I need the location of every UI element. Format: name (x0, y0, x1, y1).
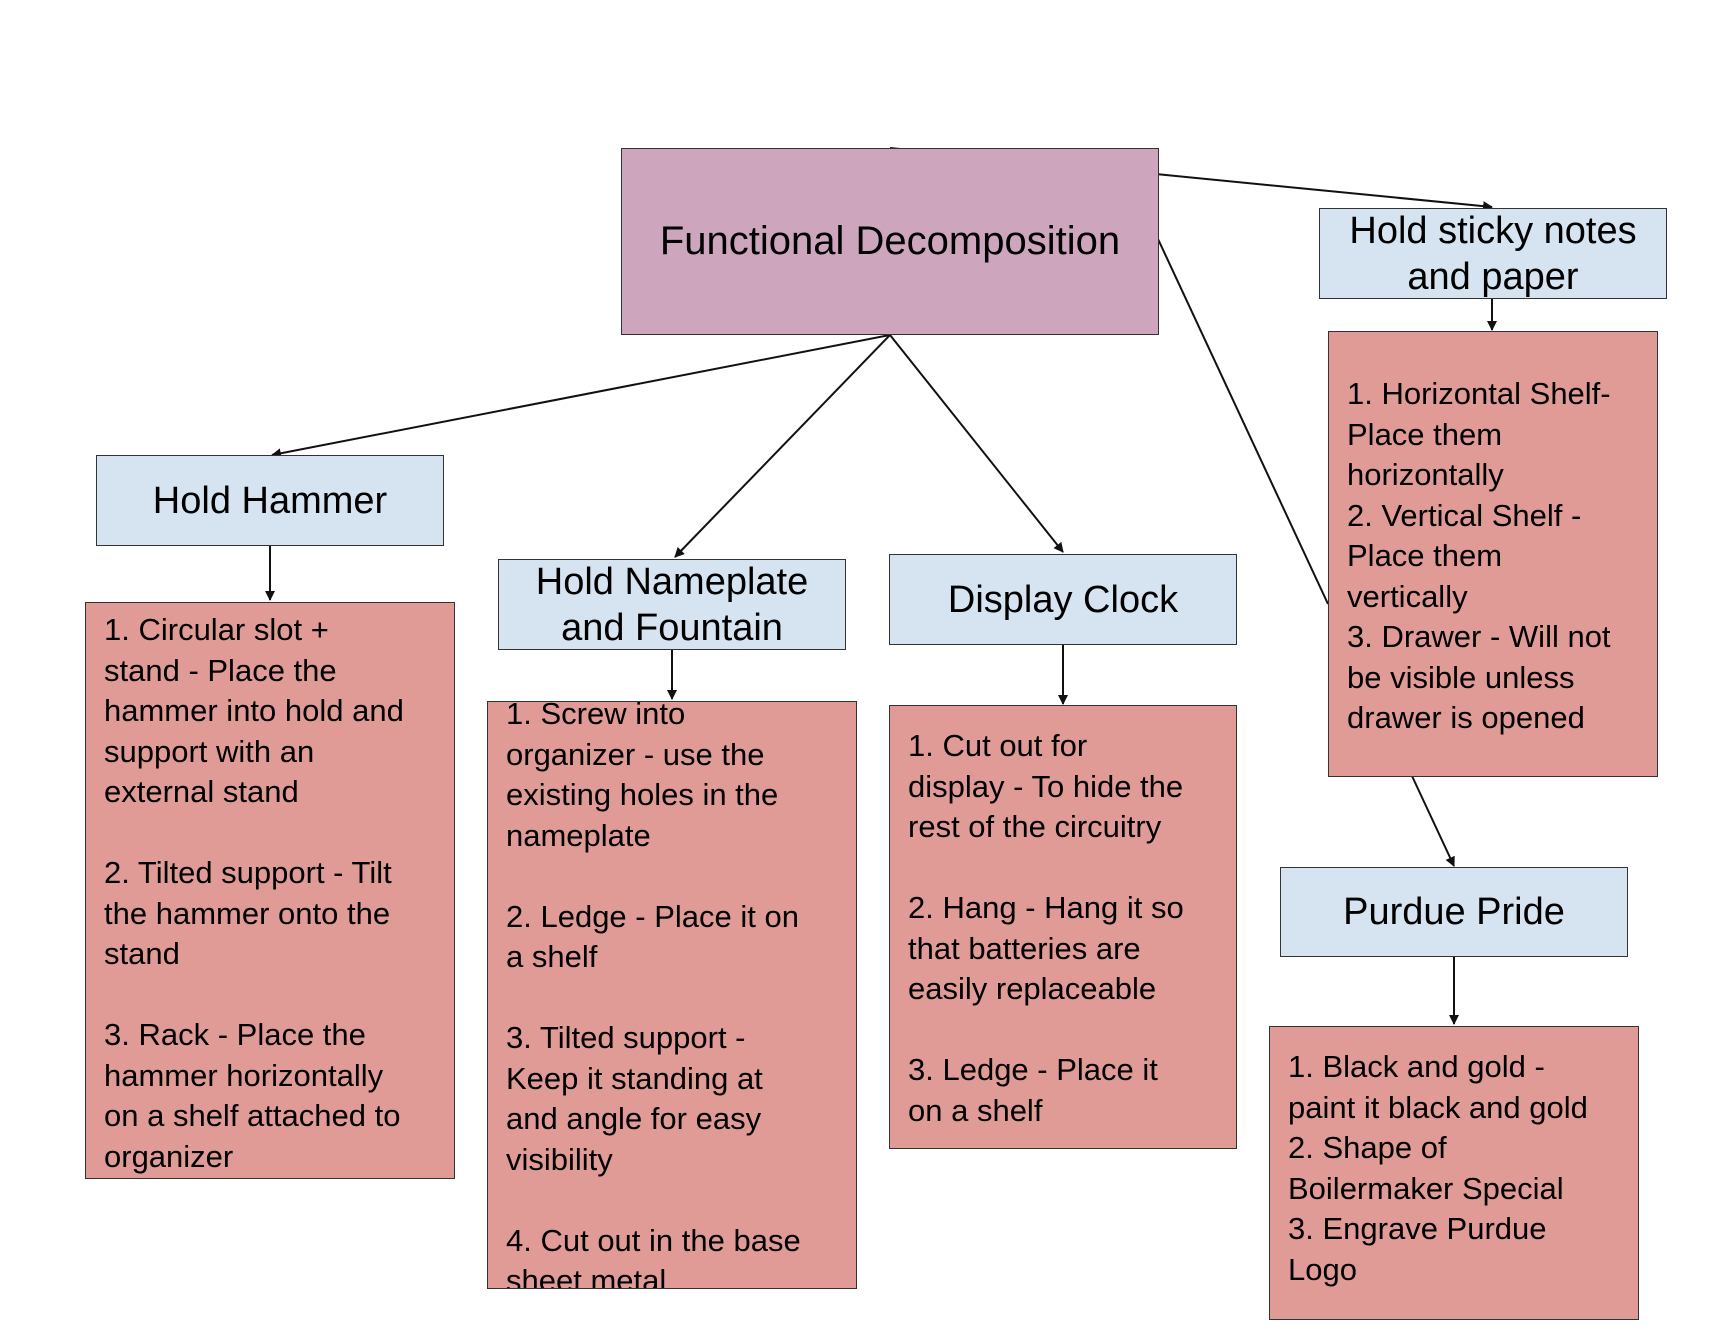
details-hold-sticky-notes: 1. Horizontal Shelf- Place them horizont… (1328, 331, 1658, 777)
detail-line: 3. Engrave Purdue (1288, 1211, 1547, 1246)
detail-line: 1. Black and gold - (1288, 1049, 1545, 1084)
arrow-root-to-display-clock (889, 334, 1064, 553)
detail-line: on a shelf attached to (104, 1098, 401, 1133)
detail-line: organizer (104, 1138, 234, 1174)
connector-root-to-sticky-details (1157, 238, 1329, 605)
detail-line: 2. Tilted support - Tilt (104, 855, 392, 890)
details-hold-hammer: 1. Circular slot + stand - Place the ham… (85, 602, 455, 1179)
detail-line: stand - Place the (104, 652, 337, 688)
detail-line: 1. Cut out for (908, 728, 1088, 763)
detail-line: vertically (1347, 578, 1468, 614)
detail-line: existing holes in the (506, 777, 779, 812)
detail-line: display - To hide the (908, 768, 1184, 804)
detail-line: nameplate (506, 817, 651, 853)
function-hold-hammer: Hold Hammer (96, 455, 444, 546)
detail-line: 3. Tilted support - (506, 1020, 746, 1055)
root-node: Functional Decomposition (621, 148, 1159, 335)
arrow-root-to-hold-nameplate (674, 334, 891, 558)
detail-line: 2. Ledge - Place it on (506, 898, 799, 934)
detail-line: hammer into hold and (104, 693, 404, 728)
detail-line: the hammer onto the (104, 895, 391, 931)
detail-line: rest of the circuitry (908, 809, 1162, 844)
detail-line: drawer is opened (1347, 700, 1585, 735)
detail-line: and angle for easy (506, 1101, 762, 1136)
detail-line: Boilermaker Special (1288, 1170, 1564, 1206)
root-node-label: Functional Decomposition (659, 219, 1121, 263)
detail-line: horizontally (1347, 457, 1504, 492)
detail-line (104, 975, 436, 1016)
detail-line: Place them (1347, 538, 1503, 573)
detail-line: Place them (1347, 416, 1503, 452)
detail-line (506, 856, 838, 897)
detail-line: 2. Vertical Shelf - (1347, 497, 1582, 533)
detail-line (506, 978, 838, 1019)
detail-line (506, 1180, 838, 1221)
function-hold-nameplate: Hold Nameplate and Fountain (498, 559, 846, 650)
detail-line: 3. Rack - Place the (104, 1017, 366, 1052)
detail-line: stand (104, 936, 180, 971)
detail-line: 1. Screw into (506, 701, 686, 731)
detail-line (104, 813, 436, 854)
detail-line: 4. Cut out in the base (506, 1222, 801, 1258)
detail-line (908, 1010, 1218, 1051)
function-display-clock-label: Display Clock (947, 578, 1179, 621)
detail-line: be visible unless (1347, 659, 1575, 695)
detail-line: external stand (104, 774, 299, 809)
detail-line: 1. Horizontal Shelf- (1347, 376, 1611, 411)
detail-line: visibility (506, 1141, 613, 1177)
detail-line (908, 848, 1218, 889)
detail-line: Keep it standing at (506, 1060, 763, 1096)
detail-line: a shelf (506, 939, 598, 974)
function-purdue-pride-label: Purdue Pride (1343, 891, 1565, 933)
detail-line: sheet metal (506, 1263, 667, 1289)
details-hold-nameplate: 1. Screw into organizer - use the existi… (487, 701, 857, 1289)
function-hold-nameplate-label: Hold Nameplate and Fountain (536, 559, 808, 651)
detail-line: 1. Circular slot + (104, 612, 329, 647)
detail-line: 2. Hang - Hang it so (908, 890, 1184, 925)
detail-line: 3. Drawer - Will not (1347, 619, 1611, 654)
function-hold-nameplate-label-line-2: and Fountain (561, 606, 783, 649)
detail-line: support with an (104, 733, 315, 769)
function-hold-sticky-notes-label: Hold sticky notes and paper (1349, 208, 1636, 300)
detail-line: Logo (1288, 1251, 1357, 1287)
detail-line: hammer horizontally (104, 1057, 384, 1093)
detail-line: paint it black and gold (1288, 1089, 1588, 1125)
function-hold-sticky-notes: Hold sticky notes and paper (1319, 208, 1667, 299)
function-hold-hammer-label: Hold Hammer (152, 479, 388, 522)
function-hold-sticky-notes-label-line-1: Hold sticky notes (1349, 209, 1637, 252)
detail-line: that batteries are (908, 930, 1141, 966)
function-display-clock: Display Clock (889, 554, 1237, 645)
function-purdue-pride: Purdue Pride (1280, 867, 1628, 957)
detail-line: 3. Ledge - Place it (908, 1052, 1158, 1087)
arrow-sticky-details-to-purdue-pride (1411, 775, 1455, 867)
detail-line: easily replaceable (908, 971, 1157, 1006)
detail-line: organizer - use the (506, 736, 765, 772)
function-hold-nameplate-label-line-1: Hold Nameplate (535, 560, 809, 603)
detail-line: 2. Shape of (1288, 1130, 1447, 1165)
details-purdue-pride: 1. Black and gold - paint it black and g… (1269, 1026, 1639, 1320)
arrow-root-to-hold-hammer (271, 334, 891, 459)
details-display-clock: 1. Cut out for display - To hide the res… (889, 705, 1237, 1149)
function-hold-sticky-notes-label-line-2: and paper (1407, 255, 1579, 298)
detail-line: on a shelf (908, 1092, 1043, 1128)
